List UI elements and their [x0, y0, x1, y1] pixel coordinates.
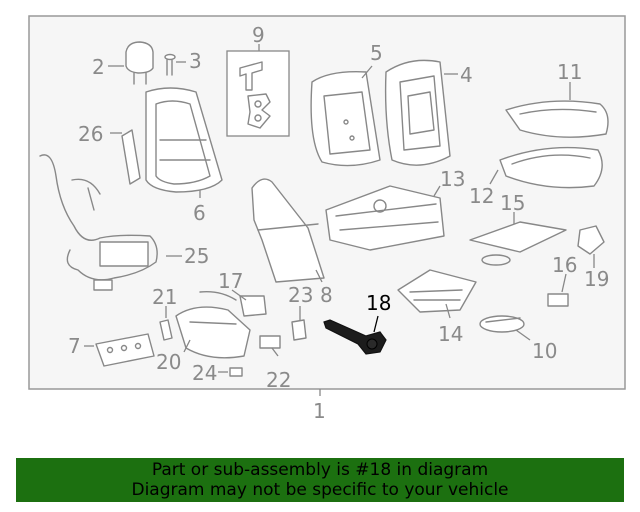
callout-11: 11 [557, 60, 582, 84]
callout-23: 23 [288, 283, 313, 307]
callout-19: 19 [584, 267, 609, 291]
part-17-switch [199, 290, 267, 317]
callout-24: 24 [192, 361, 217, 385]
part-13-adjuster [325, 185, 445, 251]
callout-8: 8 [320, 283, 333, 307]
callout-5: 5 [370, 41, 383, 65]
part-2-headrest [125, 41, 154, 85]
part-6-seatback-frame [145, 87, 223, 193]
part-8-back-panel [251, 178, 325, 283]
callout-18[interactable]: 18 [366, 291, 391, 315]
callout-26: 26 [78, 122, 103, 146]
part-10-motor [479, 315, 525, 333]
callout-21: 21 [152, 285, 177, 309]
callout-4: 4 [460, 63, 473, 87]
callout-20: 20 [156, 350, 181, 374]
part-18-highlighted[interactable] [323, 319, 387, 355]
part-26-panel [121, 129, 141, 185]
callout-9: 9 [252, 23, 265, 47]
part-15-pan [469, 221, 567, 266]
callout-17: 17 [218, 269, 243, 293]
part-24-plug [229, 367, 243, 377]
part-4-back-cover [384, 59, 451, 166]
diagram-panel [28, 15, 626, 390]
part-21-clip [159, 319, 173, 341]
part-14-mat [397, 269, 477, 313]
callout-16: 16 [552, 253, 577, 277]
callout-3: 3 [189, 49, 202, 73]
part-20-side-shield [175, 306, 251, 359]
callout-12: 12 [469, 184, 494, 208]
callout-13: 13 [440, 167, 465, 191]
banner-line-2: Diagram may not be specific to your vehi… [131, 480, 509, 500]
info-banner: Part or sub-assembly is #18 in diagram D… [16, 458, 624, 502]
part-22-connector [259, 335, 281, 349]
part-7-switch-bezel [95, 333, 155, 367]
callout-2: 2 [92, 55, 105, 79]
callout-22: 22 [266, 368, 291, 392]
callout-10: 10 [532, 339, 557, 363]
part-12-cushion-cover [499, 146, 603, 189]
part-25-harness [39, 154, 158, 291]
part-3-guide [164, 53, 176, 76]
part-23-module [291, 319, 307, 341]
part-16-sensor [547, 293, 569, 307]
part-11-cushion-pad [505, 100, 609, 138]
callout-25: 25 [184, 244, 209, 268]
callout-6: 6 [193, 201, 206, 225]
part-19-bracket [577, 225, 605, 255]
callout-7: 7 [68, 334, 81, 358]
part-18-leader-line [373, 315, 379, 333]
part-5-back-pad [310, 71, 381, 167]
callout-14: 14 [438, 322, 463, 346]
part-9-drawing [239, 61, 271, 129]
banner-line-1: Part or sub-assembly is #18 in diagram [151, 460, 489, 480]
callout-15: 15 [500, 191, 525, 215]
callout-1: 1 [313, 399, 326, 423]
